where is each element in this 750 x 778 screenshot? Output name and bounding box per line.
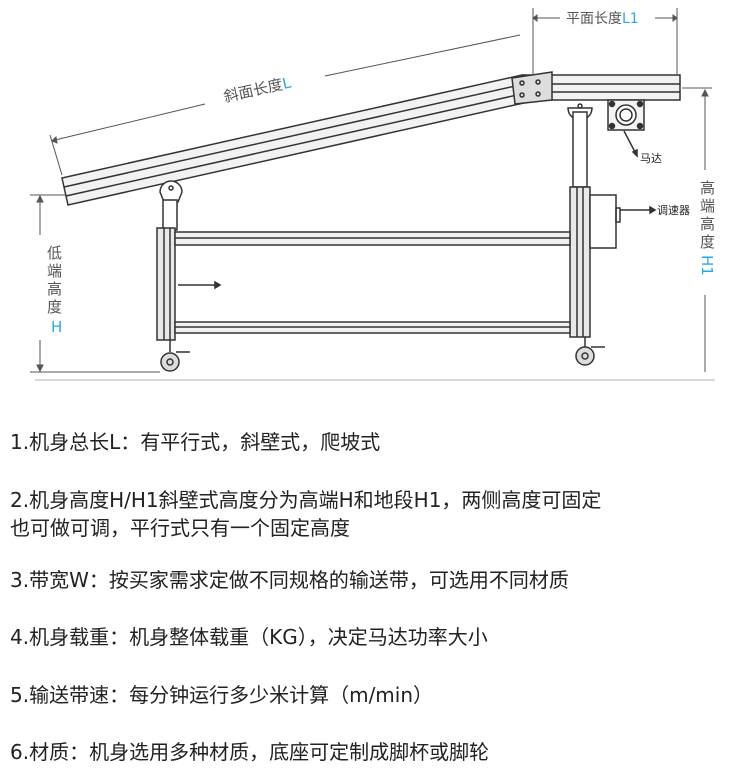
low-height-label: 低 端 高 度 H xyxy=(47,244,62,336)
joint-plate xyxy=(511,71,553,105)
svg-text:度: 度 xyxy=(700,233,715,251)
svg-text:H1: H1 xyxy=(698,255,716,276)
note-item: 3.带宽W：按买家需求定做不同规格的输送带，可选用不同材质 xyxy=(10,568,569,592)
svg-text:端: 端 xyxy=(700,197,715,215)
speed-controller xyxy=(589,194,657,249)
svg-text:端: 端 xyxy=(47,262,62,280)
controller-label: 调速器 xyxy=(657,204,690,217)
right-leg xyxy=(567,103,605,366)
left-leg xyxy=(156,180,190,372)
slope-length-label: 斜面长度L xyxy=(222,73,293,106)
note-item: 也可做可调，平行式只有一个固定高度 xyxy=(10,516,350,540)
svg-text:度: 度 xyxy=(47,298,62,316)
dimension-lines xyxy=(30,8,712,373)
note-item: 2.机身高度H/H1斜壁式高度分为高端H和地段H1，两侧高度可固定 xyxy=(10,488,602,512)
note-item: 1.机身总长L：有平行式，斜壁式，爬坡式 xyxy=(10,430,381,454)
crossbars xyxy=(174,231,571,334)
inclined-belt xyxy=(61,74,529,206)
note-item: 4.机身载重：机身整体载重（KG），决定马达功率大小 xyxy=(10,625,488,649)
svg-text:低: 低 xyxy=(47,244,62,262)
svg-text:高: 高 xyxy=(47,280,62,298)
svg-text:高: 高 xyxy=(700,215,715,233)
note-item: 6.材质：机身选用多种材质，底座可定制成脚杯或脚轮 xyxy=(10,740,490,764)
flat-length-label: 平面长度L1 xyxy=(566,11,639,27)
svg-text:H: H xyxy=(51,318,62,336)
motor xyxy=(607,99,645,158)
svg-text:高: 高 xyxy=(700,179,715,197)
note-item: 5.输送带速：每分钟运行多少米计算（m/min） xyxy=(10,683,434,707)
motor-label: 马达 xyxy=(640,152,662,165)
high-height-label: 高 端 高 度 H1 xyxy=(698,179,716,276)
conveyor-diagram: 斜面长度L 平面长度L1 低 端 高 度 H 高 端 高 度 H1 马达 调速器 xyxy=(30,8,716,381)
